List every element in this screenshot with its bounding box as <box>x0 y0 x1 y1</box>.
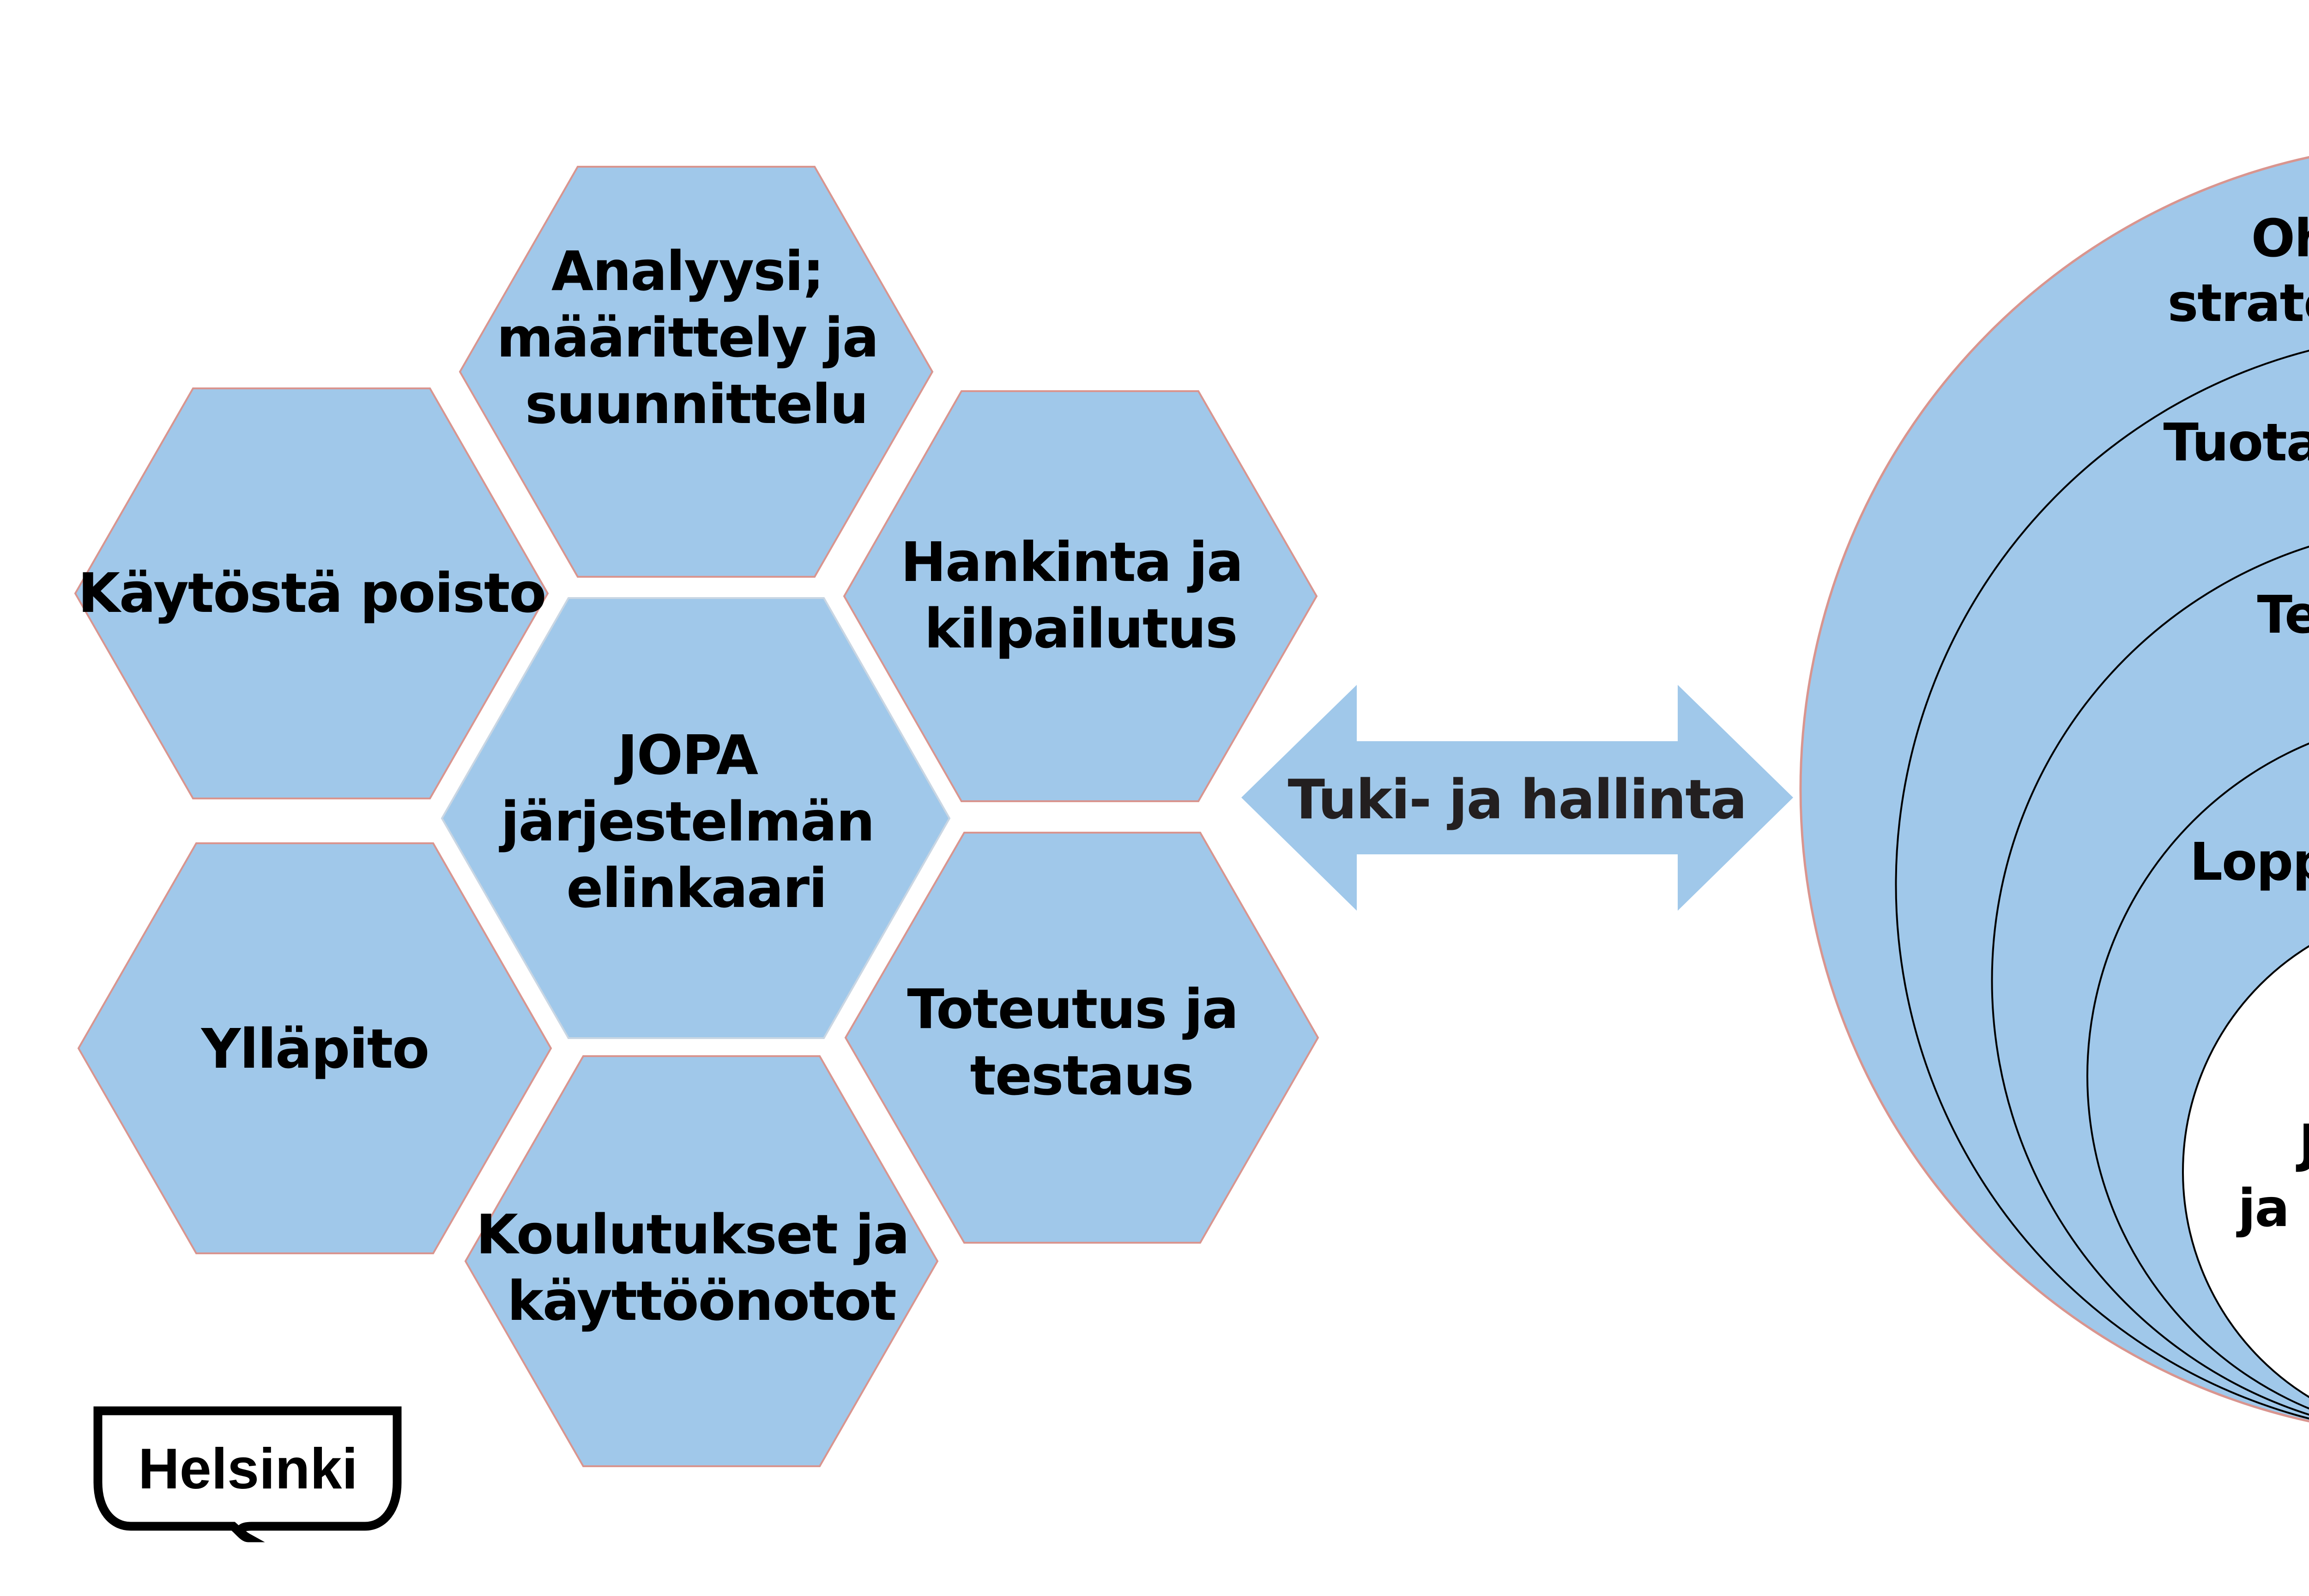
svg-text:Hankinta ja kilpailutu: Hankinta ja kilpailutus <box>901 530 1261 660</box>
svg-text:Tekninen tuki: Tekninen tuki <box>2257 585 2309 645</box>
double-arrow-connector: Tuki- ja hallinta <box>1241 685 1793 911</box>
svg-text:JOPA tuki- ja hallintama: JOPA tuki- ja hallintamalli <box>2236 1114 2309 1239</box>
hexagon-kaytosta-poisto: Käytöstä poisto <box>74 387 549 799</box>
svg-text:Tuotannon seuranta: Tuotannon seuranta <box>2163 413 2309 473</box>
support-model-rings: Ohjausryhmä strateginen hallinta Tuotann… <box>1799 156 2309 1422</box>
ring-level-1-line-2: strateginen hallinta <box>2168 273 2309 333</box>
svg-text:JOPA järjestelmän: JOPA järjestelmän elinkaari <box>499 723 892 920</box>
ring-core <box>2182 945 2309 1398</box>
double-arrow-icon <box>1241 685 1793 911</box>
hexagon-hankinta: Hankinta ja kilpailutus <box>843 390 1318 802</box>
hexagon-hankinta-line-1: Hankinta ja <box>901 530 1243 594</box>
hexagon-toteutus-line-2: testaus <box>970 1044 1193 1107</box>
svg-text:Analyysi; määrittely j: Analyysi; määrittely ja suunnittelu <box>496 239 896 436</box>
hexagon-kaytosta-poisto-line-1: Käytöstä poisto <box>78 561 546 625</box>
hexagon-toteutus-line-1: Toteutus ja <box>907 977 1238 1041</box>
hexagon-koulutukset: Koulutukset ja käyttöönotot <box>464 1055 939 1467</box>
hexagon-yllapito: Ylläpito <box>77 842 552 1254</box>
hexagon-hankinta-line-2: kilpailutus <box>924 597 1237 660</box>
hexagon-center-line-1: JOPA <box>614 723 758 787</box>
svg-text:Tuki- ja hallinta: Tuki- ja hallinta <box>1288 768 1747 831</box>
helsinki-shield-icon <box>93 1406 402 1542</box>
ring-core-line-2: ja hallintamalli <box>2236 1179 2309 1239</box>
hexagon-center-line-2: järjestelmän <box>499 790 874 853</box>
svg-text:Ohjausryhmä strateginen: Ohjausryhmä strateginen hallinta <box>2168 209 2309 333</box>
svg-text:Koulutukset ja käyttöö: Koulutukset ja käyttöönotot <box>476 1203 927 1333</box>
hexagon-koulutukset-line-1: Koulutukset ja <box>476 1203 909 1266</box>
svg-text:Käytöstä poisto: Käytöstä poisto <box>78 561 546 625</box>
ring-level-2-label: Tuotannon seuranta <box>2163 413 2309 473</box>
hexagon-analyysi-line-1: Analyysi; <box>551 239 823 303</box>
hexagon-toteutus: Toteutus ja testaus <box>844 832 1319 1244</box>
lifecycle-hexagons: Analyysi; määrittely ja suunnittelu Käyt… <box>74 166 1319 1467</box>
hexagon-koulutukset-line-2: käyttöönotot <box>507 1269 895 1333</box>
hexagon-center-line-3: elinkaari <box>566 856 826 920</box>
hexagon-analyysi-line-3: suunnittelu <box>525 372 868 436</box>
hexagon-analyysi: Analyysi; määrittely ja suunnittelu <box>459 166 934 578</box>
hexagon-center: JOPA järjestelmän elinkaari <box>441 597 951 1039</box>
hexagon-analyysi-line-2: määrittely ja <box>496 306 878 369</box>
arrow-label: Tuki- ja hallinta <box>1288 768 1747 831</box>
ring-level-3-label: Tekninen tuki <box>2257 585 2309 645</box>
helsinki-logo-text: Helsinki <box>138 1437 358 1501</box>
svg-text:Helsinki: Helsinki <box>138 1437 358 1501</box>
hexagon-yllapito-line-1: Ylläpito <box>200 1017 429 1081</box>
svg-text:Ylläpito: Ylläpito <box>200 1017 429 1081</box>
ring-level-1-line-1: Ohjausryhmä <box>2251 209 2309 269</box>
svg-text:Toteutus ja testaus: Toteutus ja testaus <box>907 977 1256 1107</box>
ring-level-4-label: Loppukäyttäjätuki <box>2190 832 2309 892</box>
svg-text:Loppukäyttäjätuki: Loppukäyttäjätuki <box>2190 832 2309 892</box>
helsinki-logo: Helsinki <box>93 1406 402 1542</box>
